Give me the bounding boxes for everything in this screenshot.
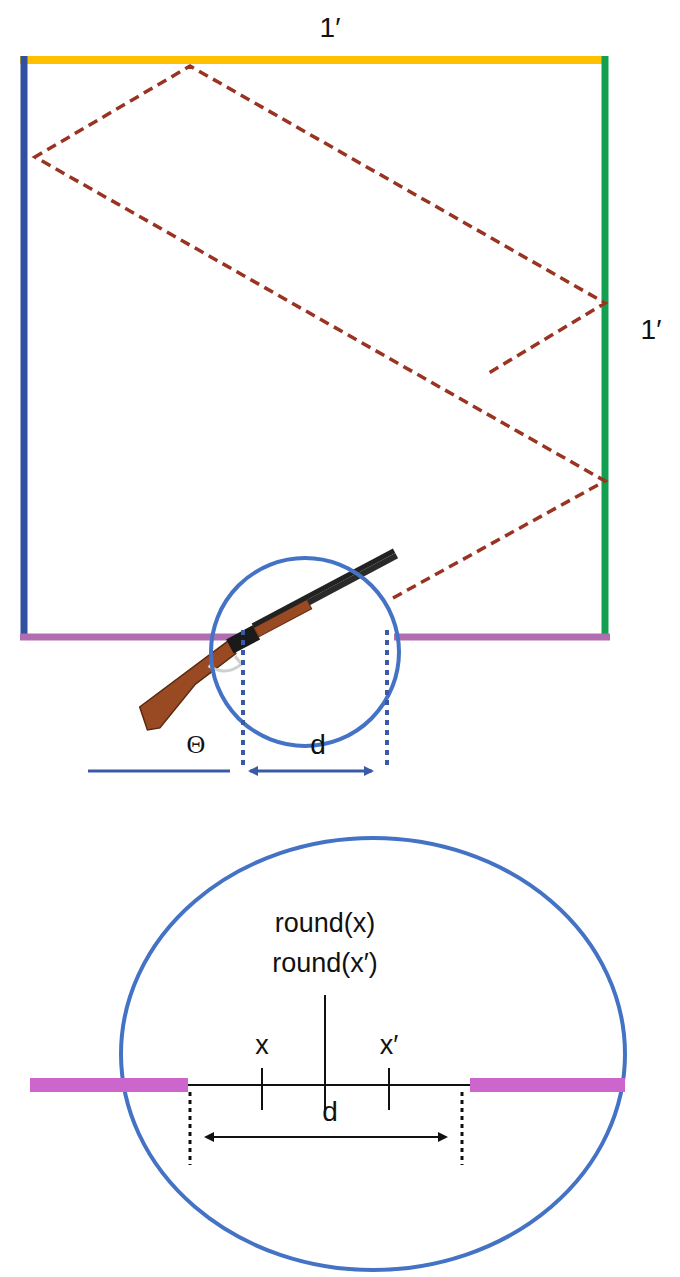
- zoom-circle: [121, 838, 625, 1270]
- trajectory: [35, 66, 605, 598]
- dimension-label: d: [322, 1097, 338, 1128]
- gap-edge: [385, 630, 389, 766]
- right-wall: [602, 56, 609, 636]
- tick: [388, 1068, 390, 1110]
- tick: [324, 995, 326, 1110]
- tick: [261, 1068, 263, 1110]
- horizontal-ref: [88, 770, 230, 773]
- angle-label: Θ: [187, 731, 206, 760]
- dimension-label: 1′: [641, 315, 662, 346]
- bottom-wall: [30, 1078, 188, 1092]
- gap-edge: [241, 630, 245, 766]
- bottom-wall: [394, 634, 610, 641]
- value-label: round(x′): [272, 949, 378, 979]
- value-label: round(x): [275, 909, 376, 939]
- dimension-label: d: [310, 730, 326, 761]
- gap-edge: [189, 1092, 192, 1165]
- bottom-wall: [470, 1078, 625, 1092]
- top-wall: [20, 56, 604, 64]
- left-wall: [21, 56, 28, 636]
- value-label: x: [255, 1031, 269, 1061]
- dimension-arrow: [206, 1136, 446, 1138]
- bottom-wall: [20, 634, 237, 641]
- rifle: [126, 548, 416, 733]
- gap-line: [188, 1084, 470, 1086]
- gap-edge: [461, 1092, 464, 1165]
- zoom-circle: [211, 558, 399, 746]
- value-label: x′: [380, 1031, 399, 1061]
- dimension-arrow: [250, 770, 372, 773]
- dimension-label: 1′: [320, 13, 341, 44]
